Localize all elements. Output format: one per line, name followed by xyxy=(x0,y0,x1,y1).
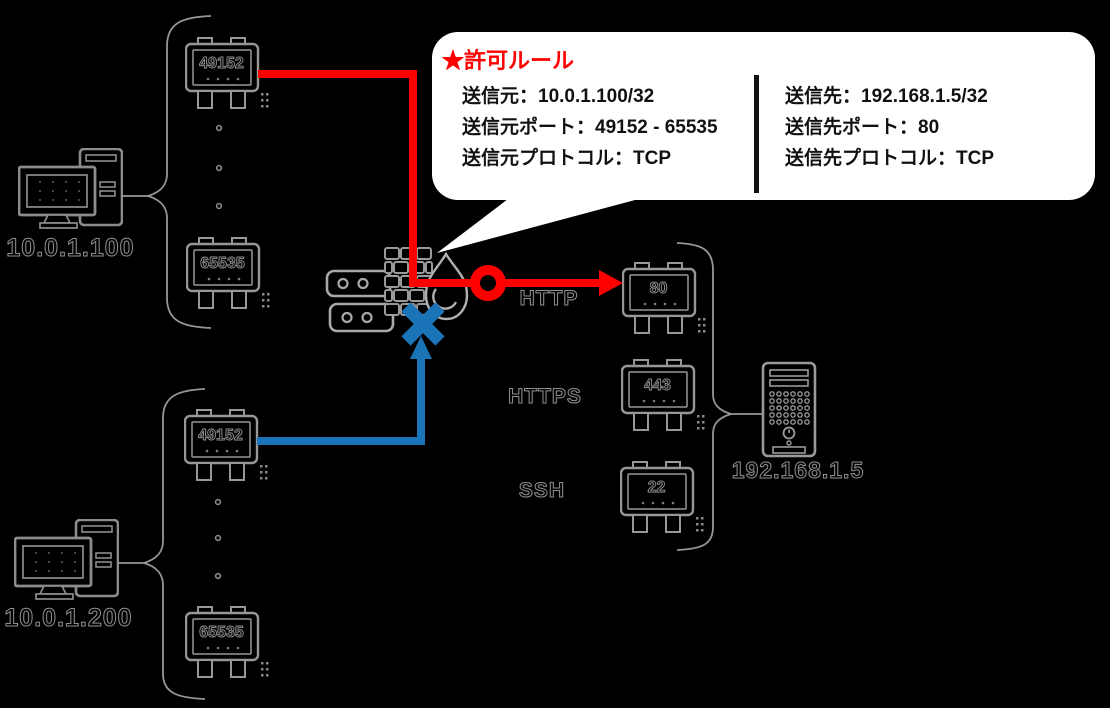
allow-circle-icon xyxy=(470,265,506,301)
port-chip: 65535 xyxy=(186,237,270,309)
ellipsis-icon xyxy=(214,124,223,580)
port-number: 65535 xyxy=(200,255,245,273)
callout-divider xyxy=(754,75,759,193)
rule-source-column: 送信元：10.0.1.100/32 送信元ポート：49152 - 65535 送… xyxy=(462,81,718,174)
power-button-icon xyxy=(782,426,796,440)
client-ip-label: 10.0.1.100 xyxy=(6,234,135,263)
callout-title: ★許可ルール xyxy=(442,48,575,73)
rule-source-protocol: 送信元プロトコル：TCP xyxy=(462,148,672,169)
firewall-icon xyxy=(325,247,469,333)
server-ip-label: 192.168.1.5 xyxy=(731,457,865,484)
rule-destination-port: 送信先ポート：80 xyxy=(785,117,940,138)
port-chip: 443 xyxy=(621,359,705,431)
service-label-http: HTTP xyxy=(519,287,579,311)
port-number: 49152 xyxy=(198,427,243,445)
brick-wall-icon xyxy=(384,247,433,316)
port-chip: 22 xyxy=(620,461,704,533)
service-label-https: HTTPS xyxy=(508,385,582,409)
port-chip-icon xyxy=(185,37,269,109)
port-chip: 49152 xyxy=(185,37,269,109)
port-chip: 65535 xyxy=(185,606,269,678)
rule-destination-address: 送信先：192.168.1.5/32 xyxy=(785,86,988,107)
vent-grid xyxy=(769,391,810,425)
port-number: 22 xyxy=(647,479,666,497)
client-ip-label: 10.0.1.200 xyxy=(4,604,133,633)
cable-plug-icon xyxy=(325,269,392,298)
port-chip-icon xyxy=(186,237,270,309)
port-chip: 49152 xyxy=(184,409,268,481)
port-number: 65535 xyxy=(199,624,244,642)
port-number: 80 xyxy=(649,280,668,298)
port-chip-icon xyxy=(185,606,269,678)
port-chip-icon xyxy=(622,262,706,334)
port-chip: 80 xyxy=(622,262,706,334)
computer-icon xyxy=(18,148,123,229)
port-number: 443 xyxy=(644,377,672,395)
port-chip-icon xyxy=(620,461,704,533)
rule-source-address: 送信元：10.0.1.100/32 xyxy=(462,86,655,107)
port-chip-icon xyxy=(184,409,268,481)
rule-source-port: 送信元ポート：49152 - 65535 xyxy=(462,117,718,138)
computer-icon xyxy=(14,519,119,600)
cable-plug-icon xyxy=(328,302,395,333)
server-icon xyxy=(761,361,817,458)
service-label-ssh: SSH xyxy=(518,479,566,503)
allow-rule-callout: ★許可ルール 送信元：10.0.1.100/32 送信元ポート：49152 - … xyxy=(432,32,1095,200)
rule-destination-protocol: 送信先プロトコル：TCP xyxy=(785,148,995,169)
port-number: 49152 xyxy=(199,55,244,73)
rule-destination-column: 送信先：192.168.1.5/32 送信先ポート：80 送信先プロトコル：TC… xyxy=(785,81,994,174)
port-chip-icon xyxy=(621,359,705,431)
